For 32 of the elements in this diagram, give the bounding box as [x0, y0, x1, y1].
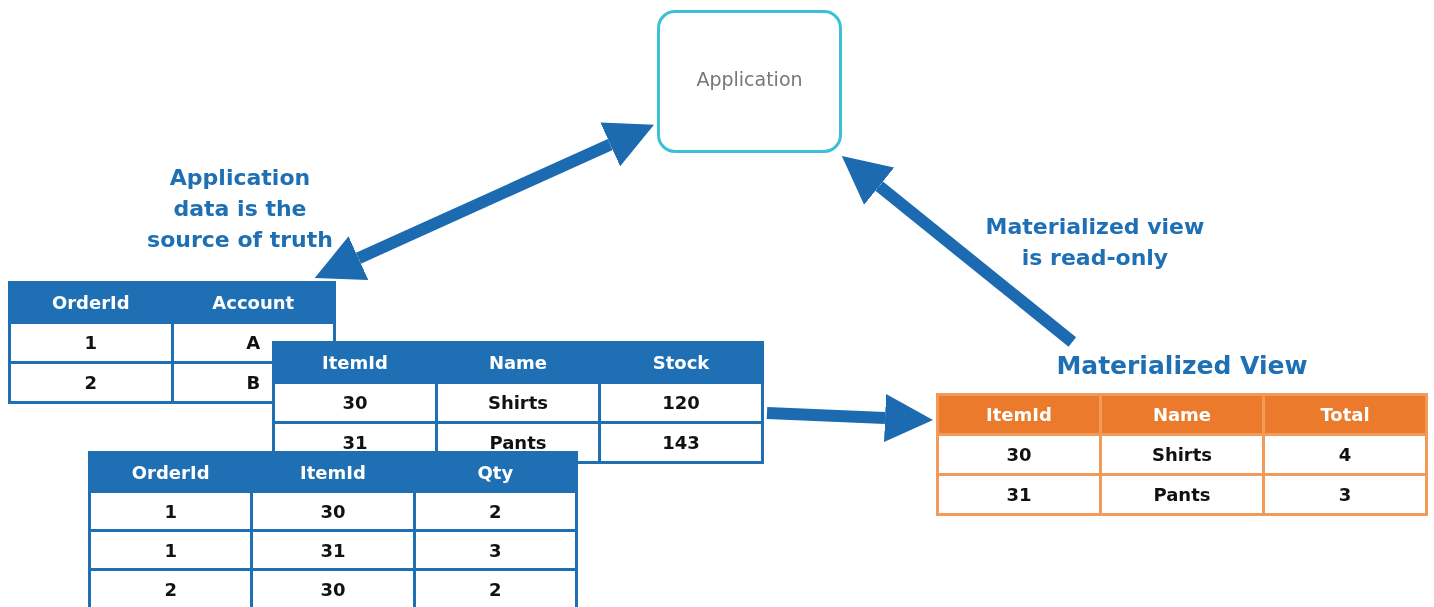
table-value: 120 — [601, 384, 761, 421]
table-value: 30 — [253, 571, 413, 607]
table-value: Shirts — [438, 384, 598, 421]
table-value: 3 — [1265, 476, 1425, 513]
table-value: 2 — [415, 571, 575, 607]
table-value: 30 — [275, 384, 435, 421]
table-value: 31 — [939, 476, 1099, 513]
table-value: 2 — [415, 493, 575, 529]
table-value: 2 — [91, 571, 251, 607]
table-value: 4 — [1265, 436, 1425, 473]
table-value: 143 — [601, 424, 761, 461]
arrow — [766, 394, 933, 442]
arrow — [841, 156, 1077, 347]
table-heading: Materialized View — [1055, 350, 1309, 382]
column-header: ItemId — [939, 396, 1099, 433]
table-value: Shirts — [1102, 436, 1262, 473]
table-value: 1 — [91, 493, 251, 529]
table-value: 2 — [11, 364, 171, 401]
table-value: 30 — [939, 436, 1099, 473]
column-header: Name — [1102, 396, 1262, 433]
table-value: 1 — [91, 532, 251, 568]
column-header: Total — [1265, 396, 1425, 433]
table-value: 3 — [415, 532, 575, 568]
annotation-text: Materialized view is read-only — [984, 213, 1206, 272]
double-headed-arrow — [314, 122, 654, 281]
table-value: 1 — [11, 324, 171, 361]
table-value: 30 — [253, 493, 413, 529]
node-label: Application — [696, 68, 803, 90]
annotation-text: Application data is the source of truth — [146, 164, 334, 254]
table-value: Pants — [1102, 476, 1262, 513]
table-value: 31 — [253, 532, 413, 568]
application-box — [657, 10, 842, 153]
